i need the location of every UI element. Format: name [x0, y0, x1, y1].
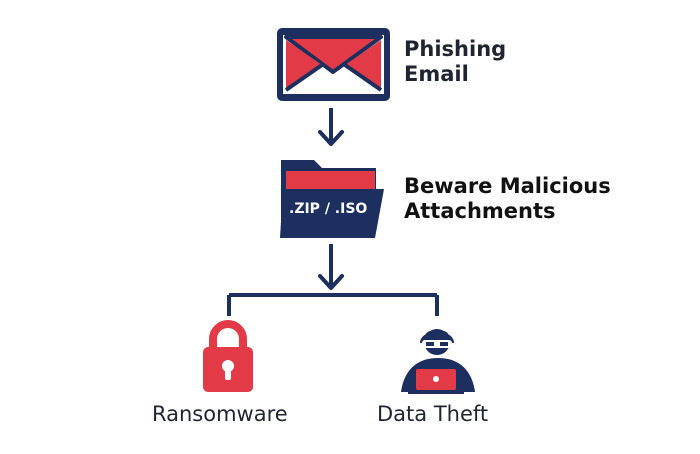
branch-connector: [227, 293, 439, 316]
folder-icon: [280, 160, 384, 238]
padlock-icon: [203, 320, 253, 392]
phishing-email-label: Phishing Email: [404, 37, 506, 87]
arrow-to-folder: [318, 108, 344, 146]
folder-file-types-label: .ZIP / .ISO: [289, 201, 368, 217]
beware-attachments-label: Beware Malicious Attachments: [404, 174, 611, 224]
hacker-icon: [401, 329, 475, 394]
beware-attachments-line-1: Beware Malicious: [404, 174, 611, 198]
ransomware-label: Ransomware: [152, 402, 288, 426]
beware-attachments-line-2: Attachments: [404, 198, 556, 223]
envelope-icon: [277, 28, 390, 101]
data-theft-label: Data Theft: [377, 402, 489, 426]
arrow-to-branch: [318, 244, 344, 290]
phishing-email-line-2: Email: [404, 61, 469, 86]
phishing-email-line-1: Phishing: [404, 37, 507, 61]
